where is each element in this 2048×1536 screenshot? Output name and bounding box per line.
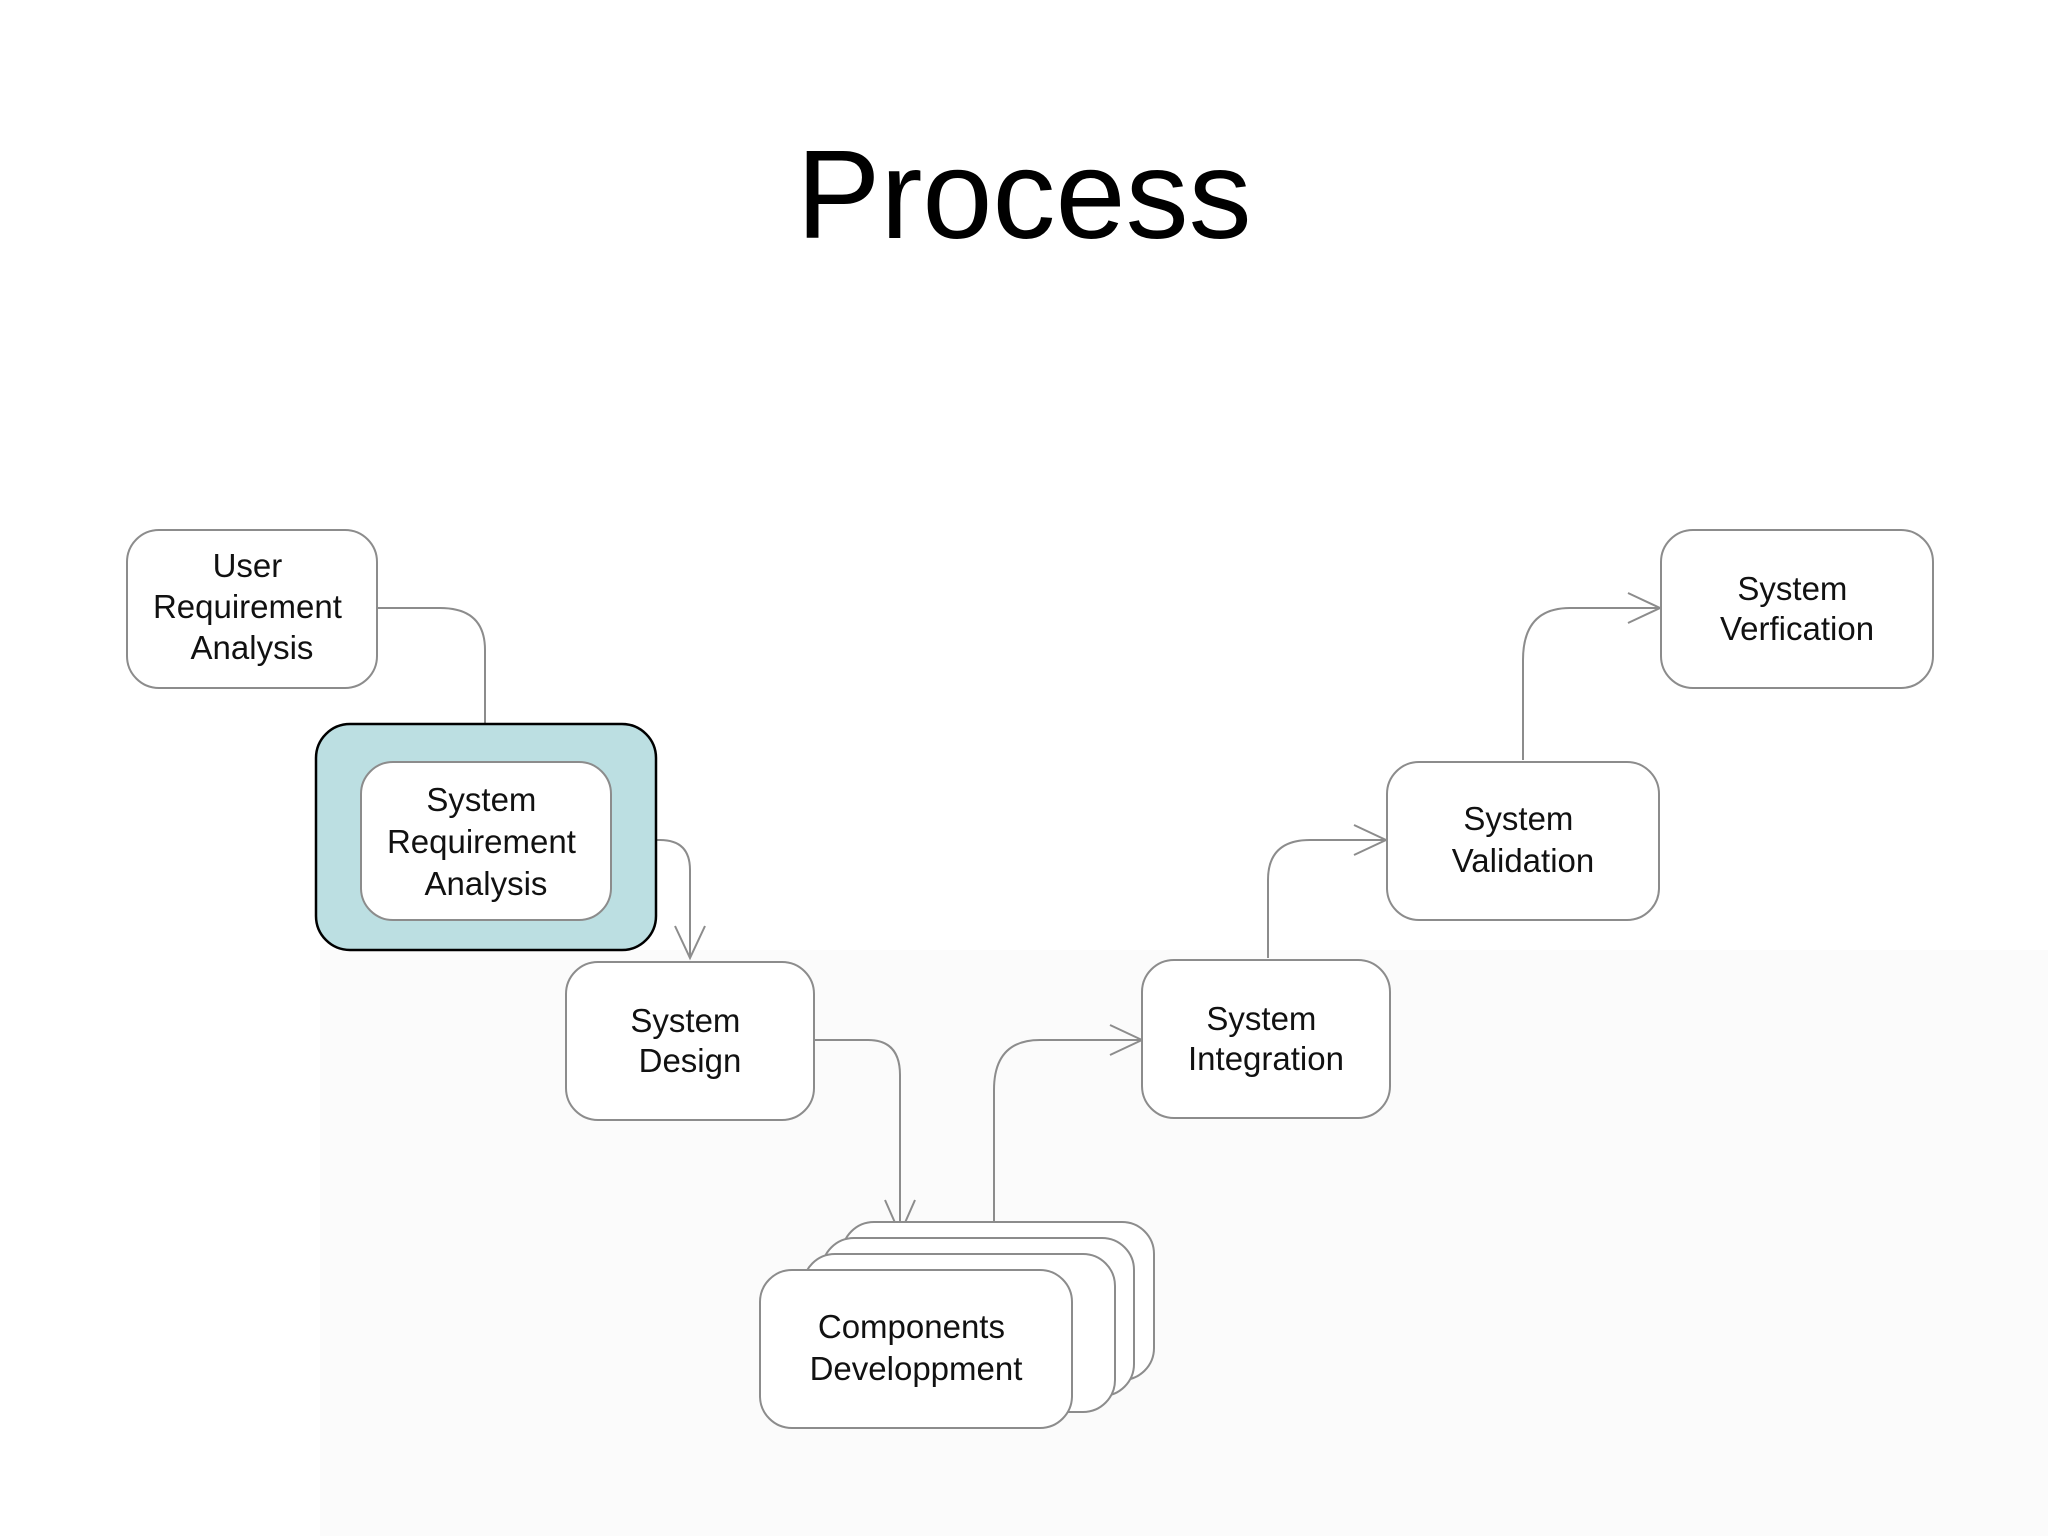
connector-integration-to-validation — [1267, 839, 1386, 958]
node-system-integration: System Integration — [1141, 959, 1391, 1119]
node-system-requirement-analysis-line-3: Analysis — [425, 865, 548, 902]
node-system-validation-line-1: System — [1463, 800, 1573, 837]
node-components-development: Components Developpment — [759, 1221, 1155, 1429]
node-system-requirement-analysis: System Requirement Analysis — [314, 722, 658, 952]
connector-user-to-system-req — [377, 607, 486, 758]
node-components-development-line-1: Components — [818, 1308, 1005, 1345]
svg-text:System Integration: System Integration — [1188, 1000, 1344, 1077]
connector-system-req-to-design — [610, 839, 691, 958]
node-system-requirement-analysis-line-1: System — [426, 781, 536, 818]
node-system-validation-box — [1386, 761, 1660, 921]
connector-design-to-components — [812, 1039, 901, 1234]
svg-text:System Verfication: System Verfication — [1720, 570, 1874, 647]
node-user-requirement-analysis-line-3: Analysis — [191, 629, 314, 666]
node-system-requirement-analysis-box — [360, 761, 612, 921]
node-system-verification-line-1: System — [1737, 570, 1847, 607]
node-system-integration-line-2: Integration — [1188, 1040, 1344, 1077]
svg-text:System Validation: System Validation — [1452, 800, 1595, 879]
slide-title: Process — [796, 124, 1252, 265]
arrowhead-design — [674, 925, 706, 961]
connector-validation-to-verification — [1522, 607, 1660, 760]
node-system-design-line-1: System — [630, 1002, 740, 1039]
node-user-requirement-analysis-line-1: User — [213, 547, 283, 584]
node-user-requirement-analysis-line-2: Requirement — [153, 588, 342, 625]
connector-components-to-integration — [993, 1039, 1142, 1270]
node-system-validation-line-2: Validation — [1452, 842, 1595, 879]
node-system-verification: System Verfication — [1660, 529, 1934, 689]
node-user-requirement-analysis: User Requirement Analysis — [126, 529, 378, 689]
node-system-integration-box — [1141, 959, 1391, 1119]
node-components-development-box — [759, 1269, 1073, 1429]
node-system-requirement-analysis-line-2: Requirement — [387, 823, 576, 860]
svg-text:Components Developpmen: Components Developpment — [810, 1308, 1023, 1387]
node-system-validation: System Validation — [1386, 761, 1660, 921]
node-system-integration-line-1: System — [1206, 1000, 1316, 1037]
node-system-verification-line-2: Verfication — [1720, 610, 1874, 647]
node-user-requirement-analysis-box — [126, 529, 378, 689]
node-components-development-line-2: Developpment — [810, 1350, 1023, 1387]
node-system-design-line-2: Design — [639, 1042, 742, 1079]
svg-text:System Design: System Design — [630, 1002, 749, 1079]
svg-text:User Requirement: User Requirement Analysis — [153, 547, 351, 666]
node-system-design: System Design — [565, 961, 815, 1121]
svg-text:System Requirement: System Requirement Analysis — [387, 781, 585, 902]
node-system-verification-box — [1660, 529, 1934, 689]
node-system-design-box — [565, 961, 815, 1121]
